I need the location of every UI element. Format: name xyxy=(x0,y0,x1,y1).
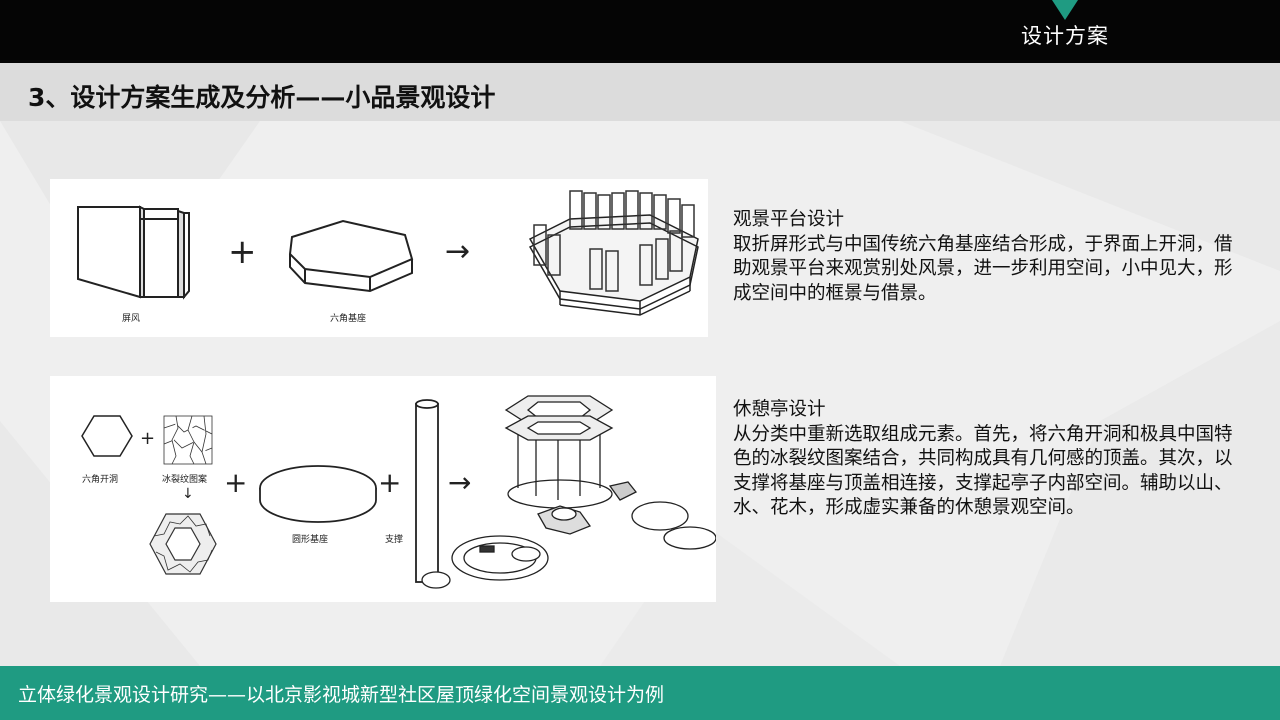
figure-label: 圆形基座 xyxy=(292,533,328,545)
figure-label: 冰裂纹图案 xyxy=(162,473,207,485)
footer-text: 立体绿化景观设计研究——以北京影视城新型社区屋顶绿化空间景观设计为例 xyxy=(18,684,665,706)
description-heading: 观景平台设计 xyxy=(733,209,845,230)
viewing-platform-description: 观景平台设计 取折屏形式与中国传统六角基座结合形成，于界面上开洞，借助观景平台来… xyxy=(733,208,1233,306)
support-column-drawing xyxy=(415,399,439,583)
description-heading: 休憩亭设计 xyxy=(733,399,826,420)
figure-label: 六角基座 xyxy=(330,312,366,324)
rest-pavilion-drawing xyxy=(421,395,717,589)
arrow-right-icon: → xyxy=(445,234,470,269)
hexagon-opening-drawing xyxy=(81,415,133,457)
rest-pavilion-figure: 六角开洞 + 冰裂纹图案 ↓ + 圆形基座 + xyxy=(50,376,717,602)
description-body: 从分类中重新选取组成元素。首先，将六角开洞和极具中国特色的冰裂纹图案结合，共同构… xyxy=(733,423,1233,519)
viewing-platform-drawing xyxy=(528,190,699,316)
folding-screen-drawing xyxy=(77,205,190,300)
rest-pavilion-description: 休憩亭设计 从分类中重新选取组成元素。首先，将六角开洞和极具中国特色的冰裂纹图案… xyxy=(733,398,1233,521)
ice-crack-pattern-drawing xyxy=(163,415,213,465)
round-base-drawing xyxy=(259,465,377,523)
page-title: 3、设计方案生成及分析——小品景观设计 xyxy=(28,83,496,112)
hexagon-base-drawing xyxy=(288,219,414,293)
section-marker-icon xyxy=(1052,0,1078,20)
figure-label: 六角开洞 xyxy=(82,473,118,485)
hexagon-pattern-drawing xyxy=(149,513,217,575)
arrow-right-icon: → xyxy=(448,466,471,499)
figure-label: 屏风 xyxy=(122,313,140,324)
arrow-down-icon: ↓ xyxy=(182,486,194,502)
title-bar xyxy=(0,63,1280,121)
figure-label: 支撑 xyxy=(385,533,403,545)
footer-bar xyxy=(0,666,1280,720)
plus-icon: + xyxy=(378,466,401,499)
section-tab[interactable]: 设计方案 xyxy=(1021,24,1109,48)
description-body: 取折屏形式与中国传统六角基座结合形成，于界面上开洞，借助观景平台来观赏别处风景，… xyxy=(733,233,1233,304)
plus-icon: + xyxy=(140,428,155,449)
plus-icon: + xyxy=(228,232,257,272)
viewing-platform-figure: 屏风 + 六角基座 → xyxy=(50,179,708,337)
plus-icon: + xyxy=(224,466,247,499)
